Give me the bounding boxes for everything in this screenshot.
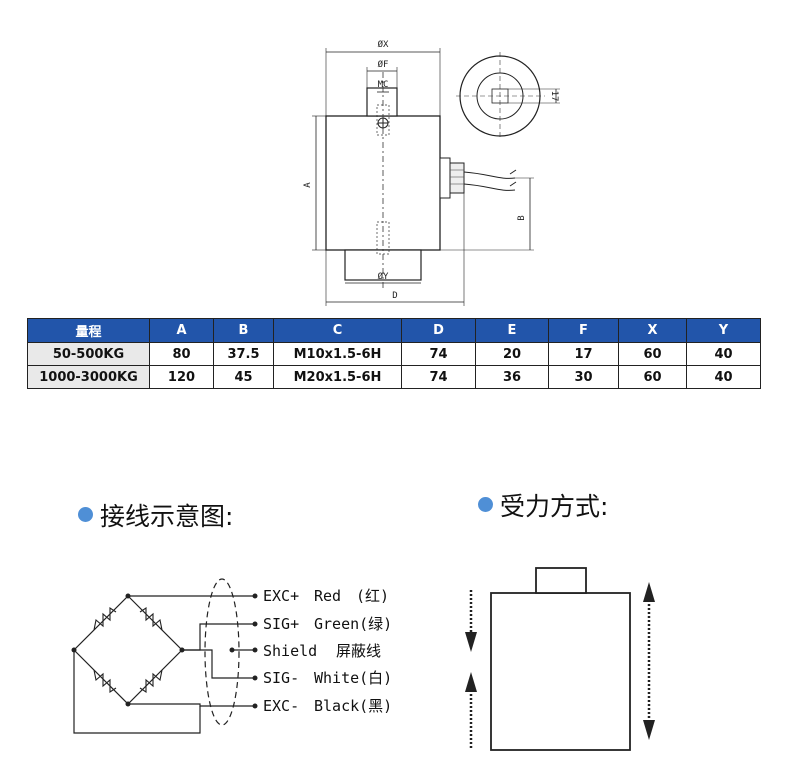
wiring-heading: 接线示意图: — [78, 497, 233, 533]
header-a: A — [149, 318, 214, 343]
terminal-shield: Shield — [263, 642, 317, 660]
top-boss — [366, 87, 398, 117]
table-cell: 45 — [213, 365, 274, 389]
header-range: 量程 — [27, 318, 150, 343]
table-cell: 50-500KG — [27, 342, 150, 366]
table-header-row: 量程 A B C D E F X Y — [27, 318, 761, 343]
table-cell: 30 — [548, 365, 619, 389]
table-cell: 40 — [686, 342, 761, 366]
terminal-exc-minus: EXC- — [263, 697, 299, 715]
bullet-icon — [478, 497, 493, 512]
wiring-title: 接线示意图: — [100, 502, 234, 531]
terminal-sig-minus-color: White(白) — [314, 669, 392, 687]
arrow-down-icon — [465, 590, 477, 652]
table-cell: M20x1.5-6H — [273, 365, 402, 389]
double-arrow-icon — [643, 582, 655, 740]
table-cell: 37.5 — [213, 342, 274, 366]
header-c: C — [273, 318, 402, 343]
shield-ellipse — [204, 578, 240, 726]
bullet-icon — [78, 507, 93, 522]
dim-d-label: D — [392, 291, 397, 301]
dim-17-label: 17 — [549, 91, 559, 102]
table-cell: 60 — [618, 365, 687, 389]
table-cell: 20 — [475, 342, 549, 366]
header-d: D — [401, 318, 476, 343]
table-cell: 1000-3000KG — [27, 365, 150, 389]
header-f: F — [548, 318, 619, 343]
terminal-exc-plus-color: Red — [314, 587, 341, 605]
terminal-exc-plus: EXC+ — [263, 587, 299, 605]
table-cell: M10x1.5-6H — [273, 342, 402, 366]
cable — [463, 171, 516, 179]
terminal-sig-plus: SIG+ — [263, 615, 299, 633]
table-cell: 36 — [475, 365, 549, 389]
terminal-exc-plus-cn: (红) — [356, 587, 389, 605]
force-body — [490, 592, 631, 751]
header-x: X — [618, 318, 687, 343]
terminal-sig-plus-color: Green(绿) — [314, 615, 392, 633]
table-cell: 74 — [401, 342, 476, 366]
cable-gland — [439, 157, 451, 199]
dim-a-label: A — [303, 182, 313, 188]
arrow-up-icon — [465, 672, 477, 748]
header-b: B — [213, 318, 274, 343]
wiring-diagram: EXC+ Red (红) SIG+ Green(绿) Shield 屏蔽线 SI… — [71, 567, 655, 751]
terminal-exc-minus-color: Black(黑) — [314, 697, 392, 715]
dim-b-label: B — [517, 215, 527, 220]
dim-y-label: ØY — [378, 271, 389, 282]
table-cell: 60 — [618, 342, 687, 366]
dim-f-label: ØF — [378, 59, 389, 70]
table-cell: 120 — [149, 365, 214, 389]
dim-mc-label: MC — [378, 80, 389, 90]
force-heading: 受力方式: — [478, 487, 608, 523]
spec-table: 量程 A B C D E F X Y 50-500KG 80 37.5 M10x… — [27, 318, 761, 389]
dim-x-label: ØX — [378, 39, 389, 50]
terminal-sig-minus: SIG- — [263, 669, 299, 687]
dimension-drawing: ØX ØF MC A B ØY D 17 — [303, 39, 560, 306]
terminal-shield-cn: 屏蔽线 — [336, 642, 381, 660]
force-boss — [535, 567, 587, 594]
force-title: 受力方式: — [500, 492, 609, 521]
header-e: E — [475, 318, 549, 343]
table-row: 1000-3000KG 120 45 M20x1.5-6H 74 36 30 6… — [27, 365, 761, 389]
table-cell: 74 — [401, 365, 476, 389]
table-cell: 40 — [686, 365, 761, 389]
table-row: 50-500KG 80 37.5 M10x1.5-6H 74 20 17 60 … — [27, 342, 761, 366]
table-cell: 80 — [149, 342, 214, 366]
header-y: Y — [686, 318, 761, 343]
table-cell: 17 — [548, 342, 619, 366]
